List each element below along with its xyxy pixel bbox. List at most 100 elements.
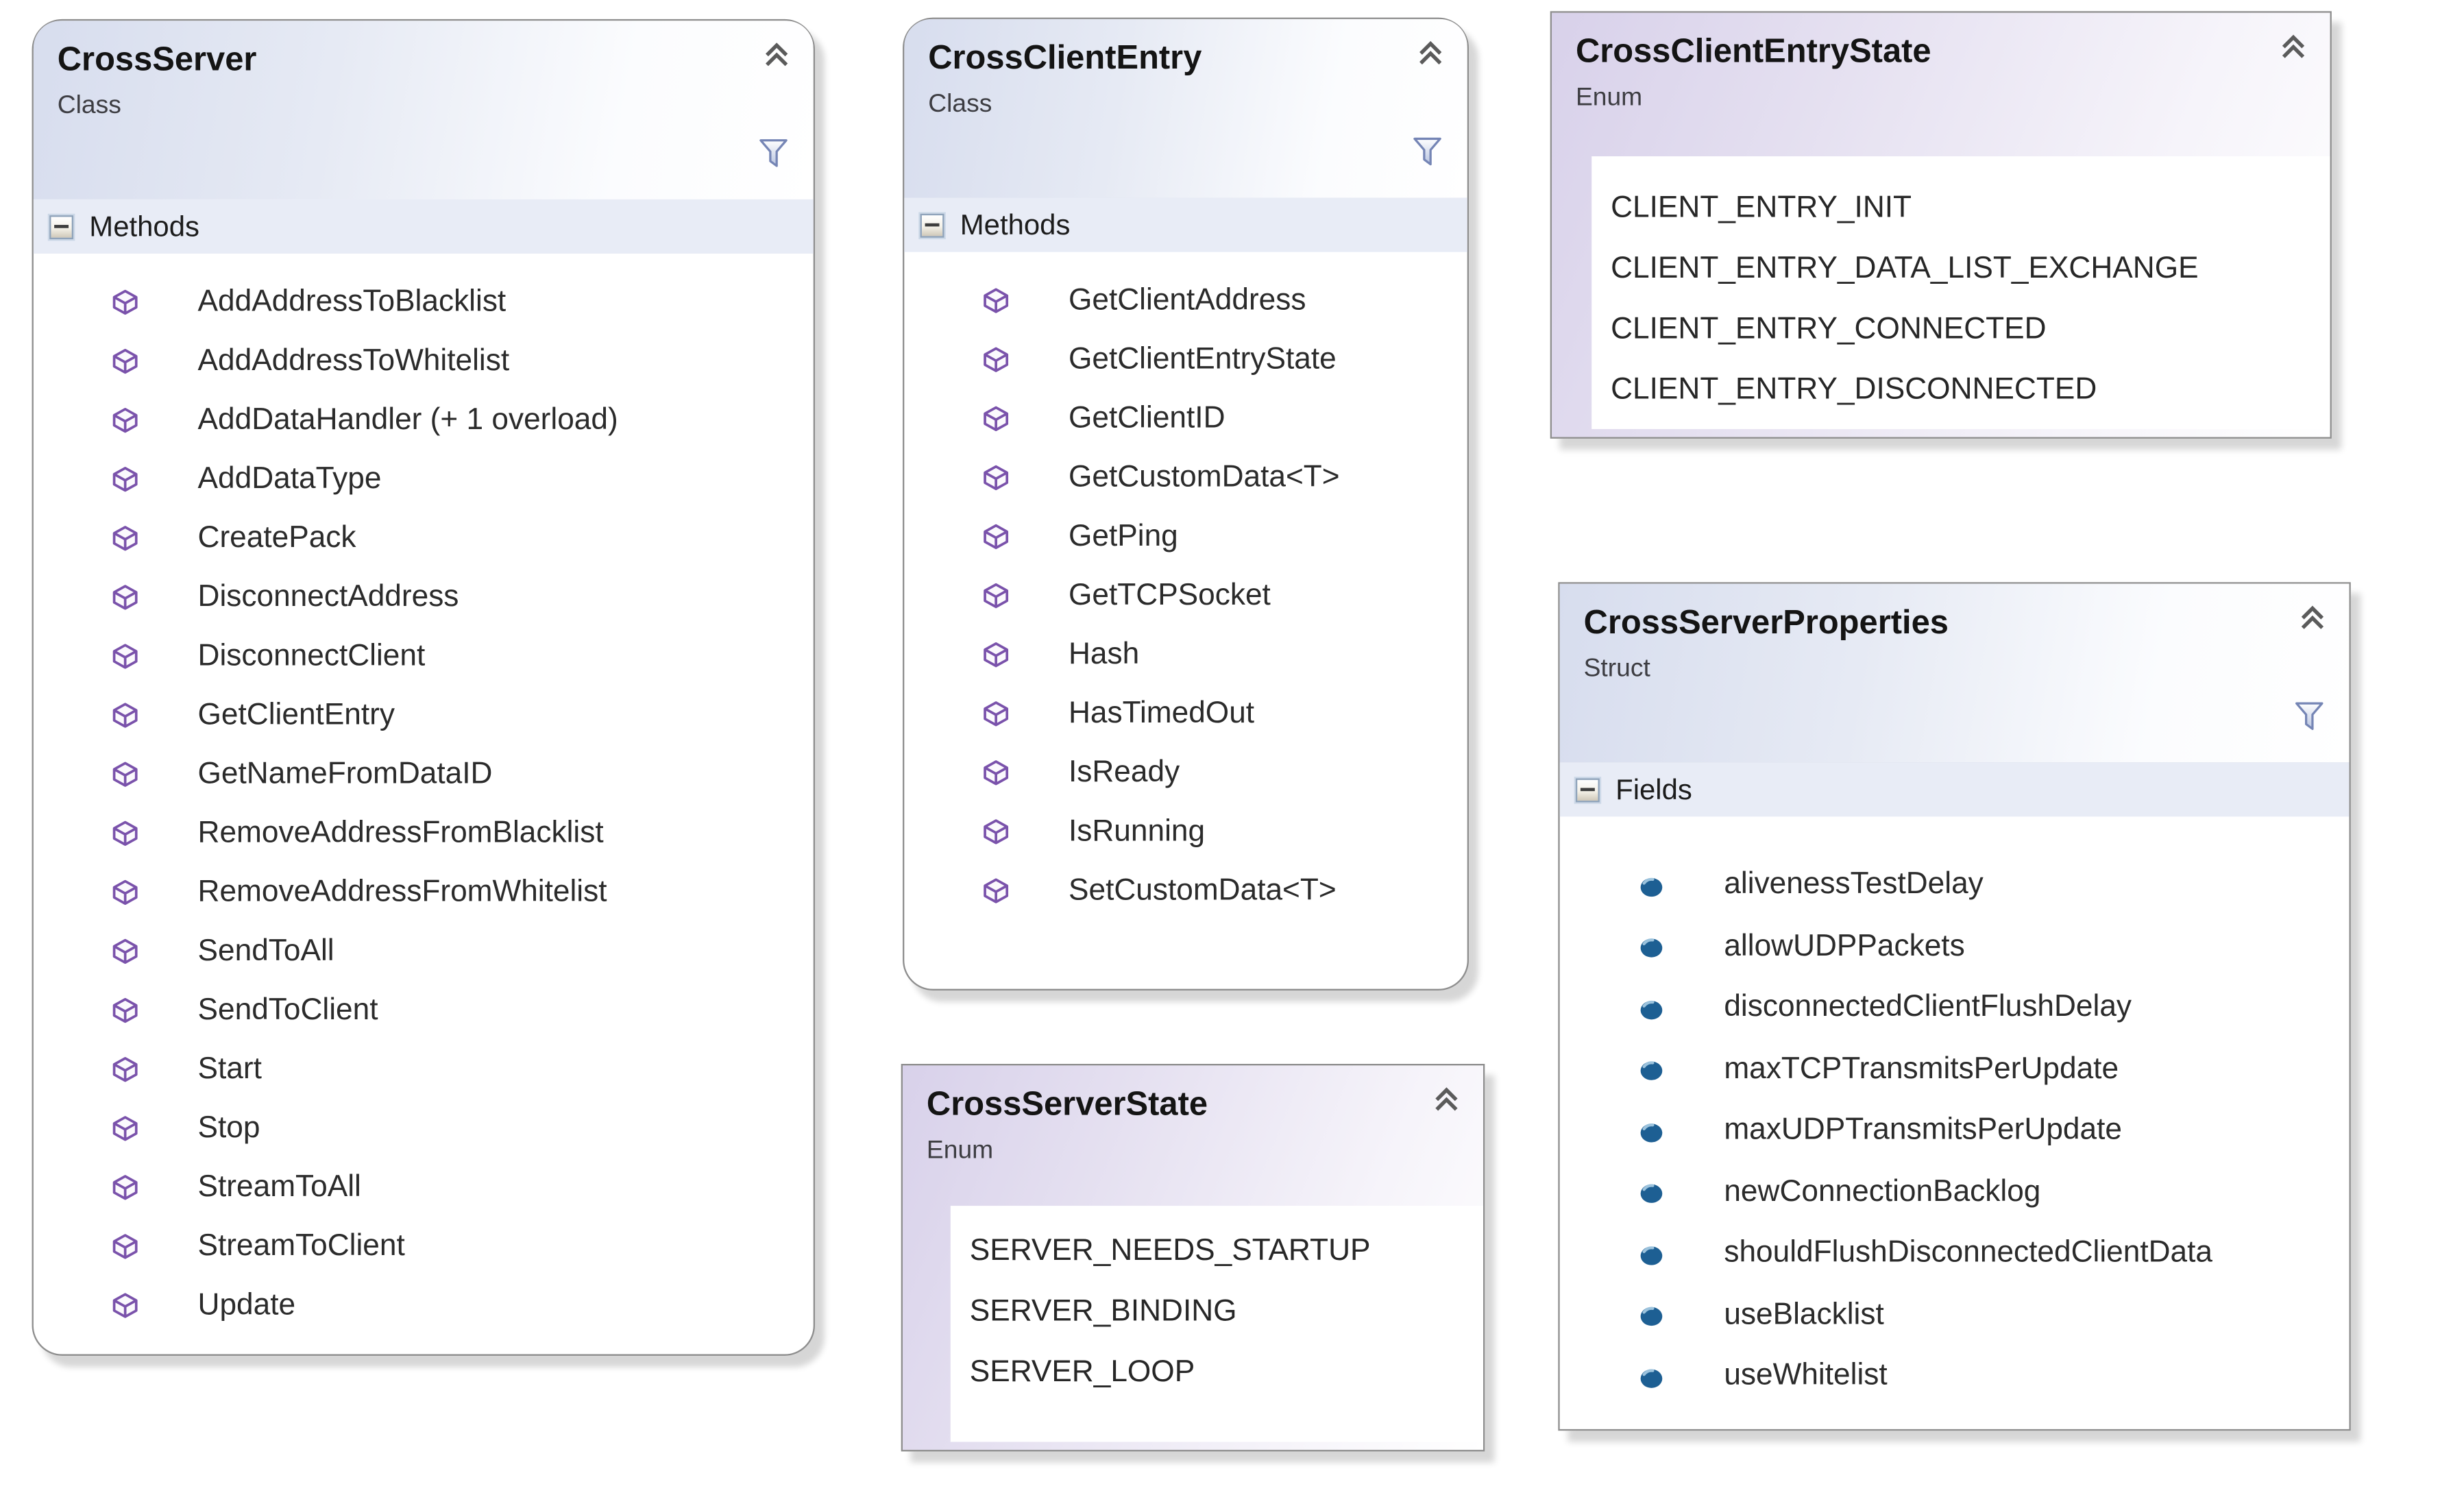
method-item[interactable]: GetTCPSocket	[904, 566, 1467, 625]
member-name: shouldFlushDisconnectedClientData	[1724, 1237, 2212, 1272]
member-name: disconnectedClientFlushDelay	[1724, 991, 2132, 1026]
member-name: GetClientAddress	[1069, 283, 1306, 318]
method-item[interactable]: IsRunning	[904, 802, 1467, 861]
method-item[interactable]: SendToAll	[34, 922, 814, 981]
field-item[interactable]: maxTCPTransmitsPerUpdate	[1560, 1039, 2350, 1101]
section-header-fields[interactable]: Fields	[1560, 762, 2350, 816]
method-icon	[112, 1174, 139, 1202]
box-header: CrossClientEntryState Enum	[1552, 13, 2330, 156]
method-item[interactable]: StreamToClient	[34, 1217, 814, 1276]
field-item[interactable]: disconnectedClientFlushDelay	[1560, 977, 2350, 1039]
member-name: Start	[198, 1052, 262, 1087]
method-icon	[112, 525, 139, 552]
filter-icon[interactable]	[757, 136, 790, 173]
method-icon	[112, 1233, 139, 1261]
member-name: RemoveAddressFromWhitelist	[198, 875, 607, 910]
box-header: CrossServerState Enum	[903, 1065, 1483, 1208]
box-kind-label: Struct	[1584, 655, 1650, 684]
method-item[interactable]: Update	[34, 1276, 814, 1335]
method-item[interactable]: AddDataType	[34, 450, 814, 509]
class-box-crosscliententry[interactable]: CrossClientEntry Class Methods GetClient…	[903, 18, 1469, 990]
field-icon	[1638, 1363, 1666, 1391]
method-item[interactable]: Stop	[34, 1099, 814, 1158]
method-icon	[982, 582, 1010, 609]
method-item[interactable]: GetClientEntry	[34, 686, 814, 745]
field-icon	[1638, 1179, 1666, 1206]
member-name: useWhitelist	[1724, 1359, 1887, 1394]
method-icon	[112, 1056, 139, 1083]
field-icon	[1638, 1056, 1666, 1084]
member-name: GetClientEntryState	[1069, 342, 1337, 377]
method-icon	[112, 997, 139, 1024]
expander-minus-icon[interactable]	[920, 213, 944, 237]
enum-value-item[interactable]: SERVER_BINDING	[951, 1283, 1483, 1343]
method-item[interactable]: GetPing	[904, 507, 1467, 566]
enum-value-item[interactable]: CLIENT_ENTRY_INIT	[1591, 179, 2330, 239]
method-item[interactable]: Start	[34, 1040, 814, 1099]
box-title: CrossServerProperties	[1584, 605, 1949, 643]
section-header-methods[interactable]: Methods	[904, 198, 1467, 252]
box-kind-label: Class	[58, 93, 121, 121]
method-item[interactable]: DisconnectAddress	[34, 568, 814, 627]
field-item[interactable]: useWhitelist	[1560, 1346, 2350, 1408]
enum-box-crossserverstate[interactable]: CrossServerState Enum SERVER_NEEDS_START…	[901, 1064, 1485, 1451]
field-item[interactable]: newConnectionBacklog	[1560, 1162, 2350, 1224]
method-item[interactable]: DisconnectClient	[34, 627, 814, 685]
class-box-crossserver[interactable]: CrossServer Class Methods AddAddressToBl…	[32, 19, 815, 1356]
field-icon	[1638, 1118, 1666, 1145]
collapse-chevron-icon[interactable]	[761, 40, 793, 70]
method-item[interactable]: StreamToAll	[34, 1158, 814, 1217]
enum-value-item[interactable]: SERVER_LOOP	[951, 1343, 1483, 1403]
method-item[interactable]: HasTimedOut	[904, 684, 1467, 743]
method-item[interactable]: RemoveAddressFromBlacklist	[34, 804, 814, 863]
method-item[interactable]: RemoveAddressFromWhitelist	[34, 863, 814, 922]
method-icon	[982, 464, 1010, 491]
collapse-chevron-icon[interactable]	[2297, 603, 2329, 633]
method-icon	[982, 346, 1010, 374]
field-item[interactable]: useBlacklist	[1560, 1285, 2350, 1346]
section-header-methods[interactable]: Methods	[34, 199, 814, 254]
enum-value-item[interactable]: CLIENT_ENTRY_DISCONNECTED	[1591, 361, 2330, 421]
method-item[interactable]: AddAddressToWhitelist	[34, 332, 814, 391]
method-item[interactable]: AddDataHandler (+ 1 overload)	[34, 391, 814, 450]
field-item[interactable]: maxUDPTransmitsPerUpdate	[1560, 1101, 2350, 1163]
method-item[interactable]: AddAddressToBlacklist	[34, 273, 814, 332]
box-title: CrossClientEntryState	[1576, 34, 1931, 72]
enum-value-item[interactable]: CLIENT_ENTRY_DATA_LIST_EXCHANGE	[1591, 239, 2330, 300]
enum-value-item[interactable]: SERVER_NEEDS_STARTUP	[951, 1221, 1483, 1282]
box-header: CrossServerProperties Struct	[1560, 584, 2350, 764]
method-item[interactable]: Hash	[904, 625, 1467, 684]
collapse-chevron-icon[interactable]	[1415, 38, 1447, 69]
member-name: newConnectionBacklog	[1724, 1175, 2040, 1210]
member-name: Stop	[198, 1111, 260, 1146]
method-item[interactable]: GetNameFromDataID	[34, 745, 814, 804]
enum-value-item[interactable]: CLIENT_ENTRY_CONNECTED	[1591, 300, 2330, 360]
method-item[interactable]: GetClientAddress	[904, 271, 1467, 330]
filter-icon[interactable]	[1411, 134, 1443, 171]
filter-icon[interactable]	[2293, 698, 2326, 736]
method-item[interactable]: GetCustomData<T>	[904, 448, 1467, 507]
member-name: CreatePack	[198, 521, 356, 556]
field-icon	[1638, 872, 1666, 899]
method-item[interactable]: GetClientEntryState	[904, 330, 1467, 389]
collapse-chevron-icon[interactable]	[2278, 32, 2310, 62]
collapse-chevron-icon[interactable]	[1430, 1084, 1463, 1115]
member-name: maxUDPTransmitsPerUpdate	[1724, 1114, 2122, 1149]
method-item[interactable]: GetClientID	[904, 389, 1467, 448]
method-item[interactable]: SendToClient	[34, 981, 814, 1040]
method-item[interactable]: CreatePack	[34, 509, 814, 568]
expander-minus-icon[interactable]	[49, 215, 73, 239]
enum-box-crosscliententrystate[interactable]: CrossClientEntryState Enum CLIENT_ENTRY_…	[1550, 11, 2332, 439]
method-item[interactable]: SetCustomData<T>	[904, 862, 1467, 921]
member-name: AddDataType	[198, 462, 382, 497]
field-item[interactable]: allowUDPPackets	[1560, 916, 2350, 978]
field-item[interactable]: shouldFlushDisconnectedClientData	[1560, 1224, 2350, 1285]
method-icon	[982, 405, 1010, 433]
field-item[interactable]: alivenessTestDelay	[1560, 855, 2350, 916]
struct-box-crossserverproperties[interactable]: CrossServerProperties Struct Fields aliv…	[1558, 582, 2350, 1431]
expander-minus-icon[interactable]	[1576, 777, 1600, 801]
method-icon	[112, 879, 139, 906]
member-name: GetCustomData<T>	[1069, 460, 1340, 495]
method-item[interactable]: IsReady	[904, 743, 1467, 802]
